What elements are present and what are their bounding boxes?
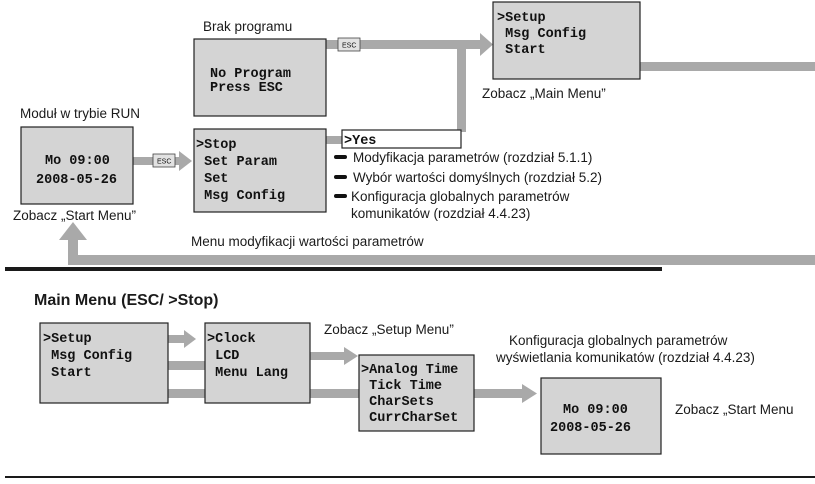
msg-config-screen bbox=[358, 354, 475, 432]
no-program-line-2: Press ESC bbox=[210, 81, 283, 96]
msg-config-line-1: >Analog Time bbox=[361, 363, 458, 378]
arrow-noprogram-right bbox=[326, 40, 466, 49]
arrow-setup-to-msg-head bbox=[344, 347, 358, 365]
note-msg-config-line-2: komunikatów (rozdział 4.4.23) bbox=[351, 206, 530, 221]
main-menu-bottom-line-1: >Setup bbox=[43, 332, 92, 347]
note-set: Wybór wartości domyślnych (rozdział 5.2) bbox=[353, 170, 602, 185]
stop-menu-screen bbox=[193, 128, 327, 213]
run-line-1: Mo 09:00 bbox=[45, 154, 110, 169]
esc-key-run-label: ESC bbox=[157, 159, 171, 166]
start-screen bbox=[540, 377, 662, 455]
no-program-screen bbox=[193, 38, 327, 117]
msg-config-line-3: CharSets bbox=[361, 395, 434, 410]
setup-menu-screen bbox=[204, 322, 311, 404]
msg-config-line-2: Tick Time bbox=[361, 379, 442, 394]
main-menu-top-line-2: Msg Config bbox=[497, 27, 586, 42]
see-start-menu-note-bottom: Zobacz „Start Menu bbox=[675, 402, 794, 417]
note-msg-config-line-1: Konfiguracja globalnych parametrów bbox=[351, 189, 570, 204]
arrow-param-return bbox=[68, 255, 815, 265]
main-menu-heading: Main Menu (ESC/ >Stop) bbox=[34, 292, 218, 309]
arrow-setup-to-msg bbox=[310, 352, 346, 360]
arrow-main-to-msg bbox=[168, 361, 205, 370]
arrow-param-return-up bbox=[68, 235, 78, 260]
bullet-msg-config bbox=[334, 194, 347, 198]
no-program-line-1: No Program bbox=[210, 67, 291, 82]
config-note-line-2: wyświetlania komunikatów (rozdział 4.4.2… bbox=[495, 350, 755, 365]
arrow-main-menu-right bbox=[640, 62, 815, 71]
arrow-trunk-vertical bbox=[457, 40, 466, 132]
note-set-param: Modyfikacja parametrów (rozdział 5.1.1) bbox=[353, 150, 592, 165]
main-menu-screen-top bbox=[492, 1, 641, 80]
arrow-msg-to-start bbox=[474, 389, 524, 398]
no-program-caption: Brak programu bbox=[203, 19, 292, 34]
setup-menu-line-2: LCD bbox=[207, 349, 239, 364]
esc-key-top bbox=[337, 37, 361, 52]
see-start-menu-note: Zobacz „Start Menu” bbox=[13, 208, 136, 223]
yes-label: >Yes bbox=[344, 134, 376, 149]
main-menu-bottom-line-3: Start bbox=[43, 366, 92, 381]
stop-menu-line-3: Set bbox=[196, 172, 228, 187]
setup-menu-line-1: >Clock bbox=[207, 332, 256, 347]
msg-config-line-4: CurrCharSet bbox=[361, 411, 458, 426]
arrow-msg-to-start-head bbox=[522, 384, 537, 403]
see-setup-menu-note: Zobacz „Setup Menu” bbox=[324, 322, 454, 337]
esc-key-run bbox=[152, 153, 176, 168]
arrow-into-main-menu bbox=[457, 33, 493, 56]
main-menu-bottom-line-2: Msg Config bbox=[43, 349, 132, 364]
bullet-set-param bbox=[334, 155, 347, 159]
arrow-param-return-head bbox=[59, 222, 87, 240]
run-mode-screen bbox=[20, 126, 134, 205]
run-mode-caption: Moduł w trybie RUN bbox=[20, 106, 140, 121]
main-menu-screen-bottom bbox=[39, 322, 169, 404]
main-menu-top-line-1: >Setup bbox=[497, 11, 546, 26]
config-note-line-1: Konfiguracja globalnych parametrów bbox=[509, 333, 728, 348]
setup-menu-line-3: Menu Lang bbox=[207, 366, 288, 381]
arrow-run-to-stop-head bbox=[179, 151, 192, 171]
stop-menu-line-1: >Stop bbox=[196, 138, 237, 153]
esc-key-top-label: ESC bbox=[342, 43, 356, 50]
arrow-main-to-setup-head bbox=[184, 330, 196, 348]
bullet-set bbox=[334, 175, 347, 179]
section-divider bbox=[5, 267, 662, 271]
start-line-1: Mo 09:00 bbox=[563, 403, 628, 418]
main-menu-top-line-3: Start bbox=[497, 43, 546, 58]
see-main-menu-note: Zobacz „Main Menu” bbox=[482, 86, 606, 101]
stop-menu-line-4: Msg Config bbox=[196, 189, 285, 204]
stop-menu-line-2: Set Param bbox=[196, 155, 277, 170]
param-menu-caption: Menu modyfikacji wartości parametrów bbox=[191, 234, 424, 249]
run-line-2: 2008-05-26 bbox=[36, 173, 117, 188]
yes-screen bbox=[341, 129, 462, 149]
start-line-2: 2008-05-26 bbox=[550, 421, 631, 436]
arrow-stop-to-yes bbox=[326, 136, 342, 144]
bottom-rule bbox=[5, 476, 815, 478]
arrow-main-to-setup bbox=[168, 335, 186, 343]
